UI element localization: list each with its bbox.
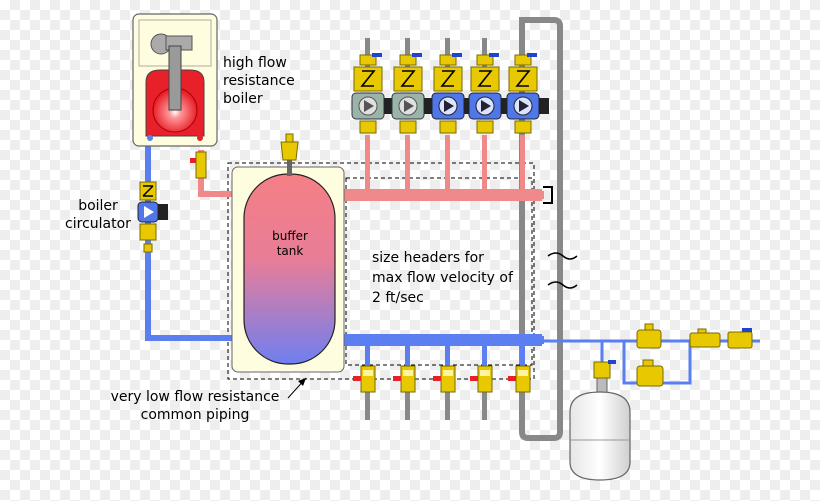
buffer-tank-label-line-2: tank xyxy=(276,244,304,258)
return-branches xyxy=(365,346,525,368)
supply-header xyxy=(332,189,542,201)
common-piping-note-line-2: common piping xyxy=(140,407,250,423)
common-arrow-head xyxy=(298,378,306,386)
ball-valve-icon xyxy=(433,365,456,393)
buffer-tank-icon xyxy=(231,166,345,373)
ball-valve-icon xyxy=(190,151,207,179)
headers-note-line-2: max flow velocity of xyxy=(372,270,513,286)
buffer-tank-label-line-1: buffer xyxy=(272,229,308,243)
ball-valve-icon xyxy=(689,328,721,348)
circulator-icon xyxy=(137,181,168,253)
zone-circulator-1 xyxy=(351,53,394,134)
supply-header-cap xyxy=(538,191,544,199)
boiler-label-line-2: resistance xyxy=(223,73,295,89)
headers-note-line-1: size headers for xyxy=(372,250,484,266)
buffer-tank-label: buffer tank xyxy=(260,229,320,259)
ball-valve-icon xyxy=(593,360,616,379)
supply-branches xyxy=(365,135,525,190)
boiler-label: high flow resistance boiler xyxy=(223,54,295,108)
boiler-label-line-3: boiler xyxy=(223,91,263,107)
boiler-icon xyxy=(132,13,218,147)
backflow-preventer-icon xyxy=(636,359,664,387)
circulator-label-line-2: circulator xyxy=(65,216,131,232)
ball-valve-icon xyxy=(508,365,531,393)
makeup-water-components xyxy=(593,323,753,387)
zone-circulator-3 xyxy=(431,53,474,134)
ball-valve-icon xyxy=(393,365,416,393)
ball-valve-icon xyxy=(353,365,376,393)
return-header-cap xyxy=(538,336,544,344)
ball-valve-icon xyxy=(470,365,493,393)
headers-note-line-3: 2 ft/sec xyxy=(372,290,424,306)
circulator-label: boiler circulator xyxy=(58,197,138,233)
supply-header-end xyxy=(543,186,553,204)
return-branch-tails xyxy=(365,392,525,420)
zone-circulators xyxy=(351,53,549,134)
zone-circulator-4 xyxy=(468,53,511,134)
bypass-loop xyxy=(519,17,563,441)
common-piping-note-line-1: very low flow resistance xyxy=(110,389,280,405)
expansion-tank-icon xyxy=(569,377,631,481)
supply-branch-tops xyxy=(365,38,525,68)
ball-valve-icon xyxy=(727,328,753,349)
break-marks xyxy=(547,252,578,289)
header-boundary xyxy=(345,177,533,366)
circulator-label-line-1: boiler xyxy=(78,198,118,214)
pressure-reducing-valve-icon xyxy=(636,323,662,349)
zone-circulator-2 xyxy=(391,53,434,134)
boiler-label-line-1: high flow xyxy=(223,55,287,71)
air-vent-icon xyxy=(280,133,299,176)
headers-note: size headers for max flow velocity of 2 … xyxy=(372,248,513,308)
return-header xyxy=(332,334,542,346)
return-valves xyxy=(353,365,531,393)
zone-circulator-5 xyxy=(506,53,549,134)
low-resistance-boundary xyxy=(227,162,535,380)
common-piping-note: very low flow resistance common piping xyxy=(106,388,284,424)
